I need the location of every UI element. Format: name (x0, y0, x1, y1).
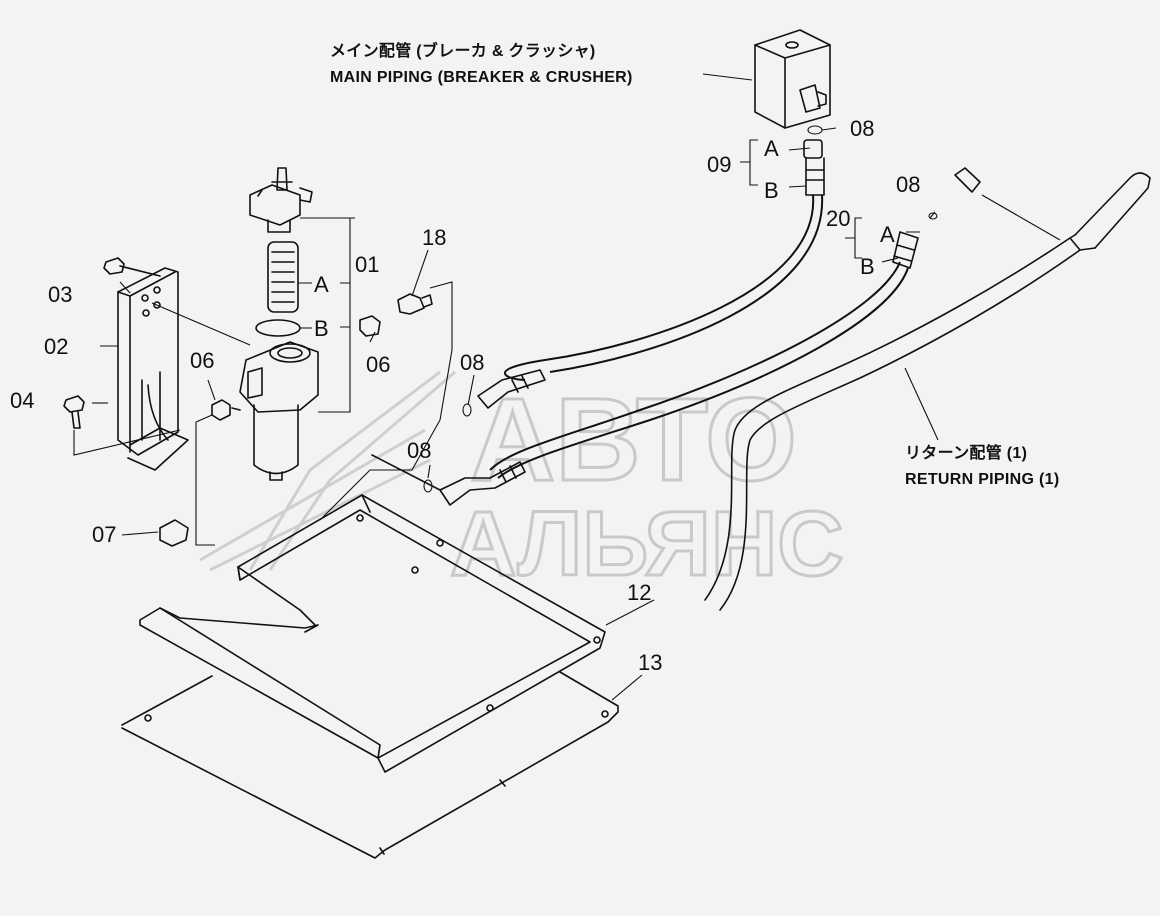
fasteners (63, 257, 433, 547)
leader-lines (73, 73, 1061, 701)
label-20: 20 (826, 206, 850, 231)
label-04: 04 (10, 388, 34, 413)
label-09a: A (764, 136, 779, 161)
hoses (439, 139, 919, 506)
label-01a: A (314, 272, 329, 297)
return-piping (704, 167, 1151, 611)
label-02: 02 (44, 334, 68, 359)
label-01b: B (314, 316, 329, 341)
label-09: 09 (707, 152, 731, 177)
label-06-right: 06 (366, 352, 390, 377)
bracket (117, 267, 189, 471)
label-08-top: 08 (850, 116, 874, 141)
main-piping-note-jp: メイン配管 (ブレーカ & クラッシャ) (330, 41, 596, 60)
watermark-line2: АЛЬЯНС (450, 493, 844, 595)
label-03: 03 (48, 282, 72, 307)
label-08-mid: 08 (460, 350, 484, 375)
label-13: 13 (638, 650, 662, 675)
main-piping-note-en: MAIN PIPING (BREAKER & CRUSHER) (330, 69, 633, 86)
label-18: 18 (422, 225, 446, 250)
watermark: АВТО АЛЬЯНС (199, 370, 845, 597)
label-20a: A (880, 222, 895, 247)
label-12: 12 (627, 580, 651, 605)
filter-assembly (239, 167, 319, 481)
return-piping-note-jp: リターン配管 (1) (905, 443, 1027, 462)
label-07: 07 (92, 522, 116, 547)
watermark-logo-icon (199, 370, 456, 572)
solenoid-valve (754, 29, 831, 129)
label-09b: B (764, 178, 779, 203)
label-08-low: 08 (407, 438, 431, 463)
label-06-left: 06 (190, 348, 214, 373)
notes: メイン配管 (ブレーカ & クラッシャ) MAIN PIPING (BREAKE… (330, 41, 1059, 488)
label-08-right: 08 (896, 172, 920, 197)
watermark-line1: АВТО (470, 374, 797, 506)
plate-13 (121, 671, 619, 859)
label-20b: B (860, 254, 875, 279)
return-piping-note-en: RETURN PIPING (1) (905, 471, 1059, 488)
part-labels: 01 A B 02 03 04 06 06 07 08 08 08 08 09 … (10, 116, 920, 675)
plate-12 (139, 454, 606, 773)
label-01: 01 (355, 252, 379, 277)
